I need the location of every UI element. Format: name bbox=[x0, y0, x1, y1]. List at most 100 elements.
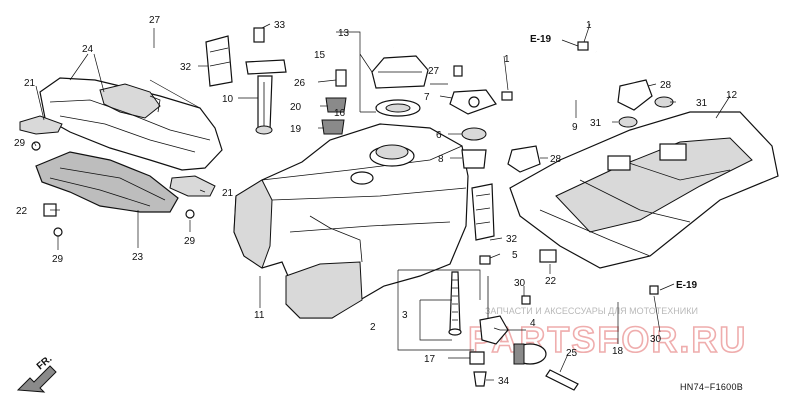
tray-surface bbox=[555, 137, 753, 233]
ref-e19-top: E-19 bbox=[530, 34, 552, 45]
tank-body bbox=[233, 123, 469, 319]
clip-30-right bbox=[649, 285, 659, 295]
seal-19 bbox=[321, 119, 345, 135]
callout-10: 10 bbox=[222, 94, 234, 105]
callout-19: 19 bbox=[290, 124, 302, 135]
clip-27-right bbox=[453, 65, 463, 77]
callout-8: 8 bbox=[438, 154, 444, 165]
grommet-20 bbox=[325, 97, 347, 113]
seal-6 bbox=[461, 127, 487, 141]
shroud-assembly bbox=[19, 77, 223, 197]
arrow-icon bbox=[16, 365, 57, 393]
clip-1-upper bbox=[577, 41, 589, 51]
callout-22-right: 22 bbox=[545, 276, 557, 287]
callout-32: 32 bbox=[180, 62, 192, 73]
gauge-flange-33 bbox=[245, 59, 287, 75]
diagram-code: HN74−F1600B bbox=[680, 382, 743, 392]
cap-8 bbox=[461, 149, 487, 169]
mount-28-upper bbox=[617, 79, 653, 111]
petcock-4 bbox=[479, 315, 509, 345]
callout-21-right: 21 bbox=[222, 188, 234, 199]
screw-33 bbox=[253, 27, 265, 43]
callout-29-left: 29 bbox=[14, 138, 26, 149]
bolt-25 bbox=[545, 369, 579, 391]
callout-21-left: 21 bbox=[24, 78, 36, 89]
mount-28-lower bbox=[507, 145, 541, 173]
reference-labels: E-19 E-19 HN74−F1600B bbox=[530, 34, 743, 392]
watermark: ЗАПЧАСТИ И АКСЕССУАРЫ ДЛЯ МОТОТЕХНИКИ PA… bbox=[467, 306, 747, 361]
callout-6: 6 bbox=[436, 130, 442, 141]
callout-27: 27 bbox=[149, 15, 161, 26]
watermark-caption: ЗАПЧАСТИ И АКСЕССУАРЫ ДЛЯ МОТОТЕХНИКИ bbox=[485, 306, 698, 316]
callout-34: 34 bbox=[498, 376, 510, 387]
front-direction-arrow: FR. bbox=[16, 353, 57, 393]
bolt-29-bottom-left bbox=[53, 227, 63, 237]
callout-numbers: 27 24 32 33 10 26 20 19 13 15 16 21 29 2… bbox=[14, 15, 738, 387]
callout-30-left: 30 bbox=[514, 278, 526, 289]
shroud-24-top bbox=[99, 83, 161, 119]
callout-11: 11 bbox=[254, 310, 265, 321]
bolt-29-mid bbox=[185, 209, 195, 219]
callout-31-left: 31 bbox=[590, 118, 602, 129]
callout-4: 4 bbox=[530, 318, 536, 329]
callout-22-left: 22 bbox=[16, 206, 28, 217]
fuel-tank-11 bbox=[233, 123, 495, 319]
callout-30-right: 30 bbox=[650, 334, 662, 345]
callout-16: 16 bbox=[334, 108, 346, 119]
bracket-32-left bbox=[205, 35, 233, 87]
heat-shield-pad bbox=[35, 151, 179, 213]
washer-5 bbox=[479, 255, 491, 265]
callout-32-right: 32 bbox=[506, 234, 518, 245]
callout-15: 15 bbox=[314, 50, 326, 61]
callout-7: 7 bbox=[424, 92, 430, 103]
gauge-stem-10 bbox=[257, 75, 273, 131]
bolt-26 bbox=[335, 69, 347, 87]
callout-18: 18 bbox=[612, 346, 624, 357]
callout-2: 2 bbox=[370, 322, 376, 333]
screw-34 bbox=[473, 371, 487, 387]
clip-30-left bbox=[521, 295, 531, 305]
fuel-gauge-unit bbox=[205, 27, 347, 135]
under-tray-12 bbox=[509, 111, 779, 269]
clamp-22-right bbox=[539, 249, 557, 263]
pump-port bbox=[350, 171, 374, 185]
callout-24: 24 bbox=[82, 44, 94, 55]
strainer-3 bbox=[449, 271, 461, 331]
heat-shield-23 bbox=[35, 151, 195, 237]
callout-26: 26 bbox=[294, 78, 306, 89]
callout-33: 33 bbox=[274, 20, 286, 31]
callout-28-left: 28 bbox=[550, 154, 562, 165]
callout-23: 23 bbox=[132, 252, 144, 263]
callout-28-right: 28 bbox=[660, 80, 672, 91]
callout-20: 20 bbox=[290, 102, 302, 113]
clip-21-left bbox=[19, 115, 63, 135]
callout-29-bottom: 29 bbox=[52, 254, 64, 265]
watermark-logo: PARTSFOR.RU bbox=[468, 319, 747, 360]
callout-9: 9 bbox=[572, 122, 578, 133]
callout-3: 3 bbox=[402, 310, 408, 321]
bracket-32-right bbox=[471, 183, 495, 241]
callout-5: 5 bbox=[512, 250, 518, 261]
callout-13: 13 bbox=[338, 28, 350, 39]
leader-lines bbox=[33, 23, 731, 381]
breather-parts bbox=[449, 41, 674, 173]
callout-29-mid: 29 bbox=[184, 236, 196, 247]
ref-e19-bottom: E-19 bbox=[676, 280, 698, 291]
cap-assembly bbox=[371, 11, 486, 117]
callout-31-right: 31 bbox=[696, 98, 708, 109]
callout-1-top: 1 bbox=[586, 20, 592, 31]
clip-1-lower bbox=[501, 91, 513, 101]
clip-21-right bbox=[169, 175, 216, 197]
callout-1-left: 1 bbox=[504, 54, 510, 65]
grommet-31-left bbox=[618, 116, 638, 128]
tank-side bbox=[233, 179, 273, 269]
lower-parts bbox=[397, 255, 659, 391]
callout-25: 25 bbox=[566, 348, 578, 359]
o-ring-17 bbox=[469, 351, 485, 365]
tank-lower-side bbox=[285, 261, 363, 319]
callout-27-right: 27 bbox=[428, 66, 440, 77]
callout-17: 17 bbox=[424, 354, 436, 365]
callout-12: 12 bbox=[726, 90, 738, 101]
